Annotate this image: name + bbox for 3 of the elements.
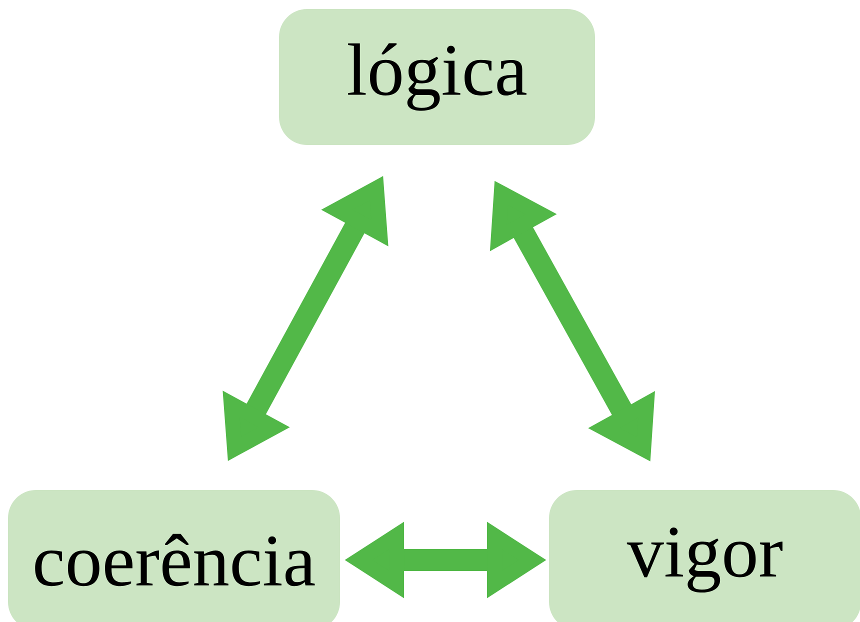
term-box: lógica — [279, 9, 595, 145]
term-box: coerência — [8, 490, 340, 622]
term-box: vigor — [549, 490, 860, 622]
